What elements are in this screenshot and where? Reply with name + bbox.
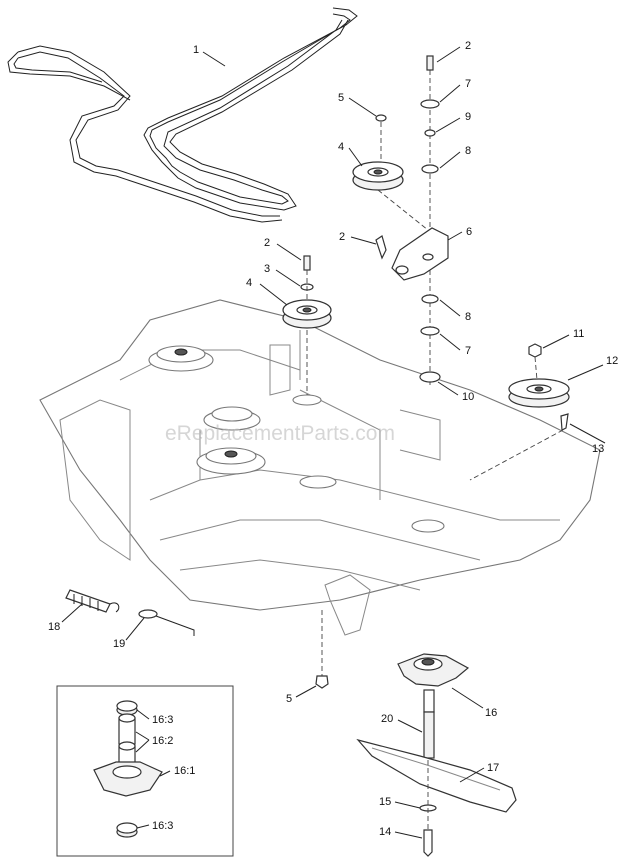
callout-16-2: 16:2 bbox=[152, 735, 173, 747]
idler-stack bbox=[375, 55, 449, 385]
washer-7b bbox=[420, 326, 440, 336]
bolt-top bbox=[426, 55, 434, 71]
spindle-assembly-lower bbox=[315, 610, 517, 857]
callout-9: 9 bbox=[465, 111, 471, 123]
callout-2: 2 bbox=[264, 237, 270, 249]
spindle-pulley-right bbox=[469, 343, 570, 481]
spacer-9 bbox=[424, 129, 436, 137]
idler-pulley-lower bbox=[282, 255, 332, 395]
callout-5: 5 bbox=[338, 92, 344, 104]
callout-12: 12 bbox=[606, 355, 618, 367]
callout-8: 8 bbox=[465, 311, 471, 323]
callout-8: 8 bbox=[465, 145, 471, 157]
spring-and-rod bbox=[65, 589, 195, 636]
callout-16-3: 16:3 bbox=[152, 820, 173, 832]
callout-4: 4 bbox=[338, 141, 344, 153]
callout-labels: 1 2 7 5 9 4 8 2 6 2 3 4 8 11 7 12 10 13 … bbox=[48, 40, 618, 838]
callout-16-3: 16:3 bbox=[152, 714, 173, 726]
callout-2: 2 bbox=[465, 40, 471, 52]
bushing-10 bbox=[419, 371, 441, 383]
bolt-2b bbox=[375, 235, 387, 260]
callout-7: 7 bbox=[465, 345, 471, 357]
leader-lines bbox=[61, 46, 606, 839]
spindle-detail-inset bbox=[56, 685, 234, 857]
callout-18: 18 bbox=[48, 621, 60, 633]
callout-6: 6 bbox=[466, 226, 472, 238]
callout-16-1: 16:1 bbox=[174, 765, 195, 777]
callout-16: 16 bbox=[485, 707, 497, 719]
callout-15: 15 bbox=[379, 796, 391, 808]
callout-1: 1 bbox=[193, 44, 199, 56]
callout-10: 10 bbox=[462, 391, 474, 403]
callout-19: 19 bbox=[113, 638, 125, 650]
drive-belt bbox=[7, 7, 358, 223]
mower-deck bbox=[39, 299, 601, 636]
callout-3: 3 bbox=[264, 263, 270, 275]
callout-11: 11 bbox=[573, 328, 584, 340]
callout-13: 13 bbox=[592, 443, 604, 455]
callout-4: 4 bbox=[246, 277, 252, 289]
watermark-text: eReplacementParts.com bbox=[165, 422, 395, 445]
callout-20: 20 bbox=[381, 713, 393, 725]
callout-2: 2 bbox=[339, 231, 345, 243]
callout-5: 5 bbox=[286, 693, 292, 705]
washer-8a bbox=[421, 164, 439, 174]
washer-8b bbox=[421, 294, 439, 304]
callout-17: 17 bbox=[487, 762, 499, 774]
washer-7a bbox=[420, 99, 440, 109]
idler-pulley-upper bbox=[352, 114, 429, 231]
callout-7: 7 bbox=[465, 78, 471, 90]
callout-14: 14 bbox=[379, 826, 391, 838]
